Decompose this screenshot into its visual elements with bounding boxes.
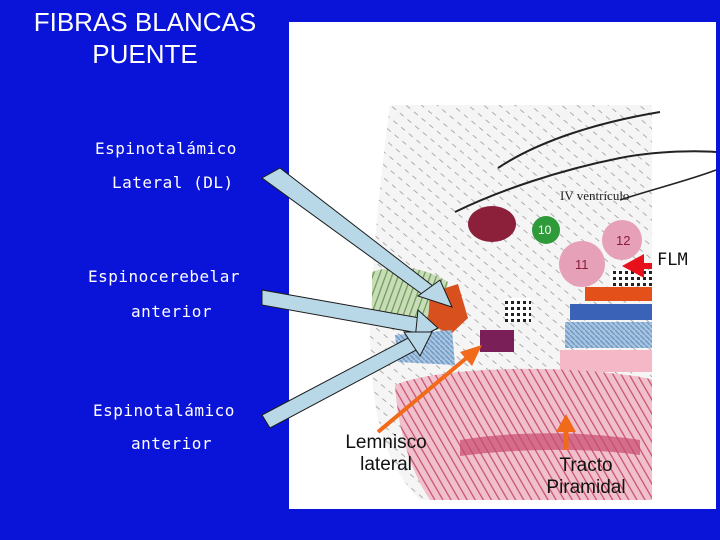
label-espinotalamico-dl-1: Espinotalámico: [95, 139, 237, 158]
pointer-arrow-espino-dl: [261, 167, 453, 308]
ventricle-outline-right: [619, 169, 717, 201]
ventricle-outline-upper: [497, 111, 661, 169]
lemnisco-arrow-head: [460, 345, 482, 366]
label-lemnisco-line-2: lateral: [360, 454, 412, 475]
nucleus-12-label: 12: [616, 233, 630, 248]
label-espinotalamico-ant-2: anterior: [131, 434, 213, 453]
nucleus-11-label: 11: [575, 257, 589, 272]
label-tracto-line-2: Piramidal: [546, 477, 626, 498]
flm-arrow-head: [622, 254, 644, 278]
flm-label: FLM: [657, 250, 688, 270]
tract-pink-right: [560, 350, 652, 372]
label-tracto-piramidal: Tracto Piramidal: [526, 455, 646, 499]
label-espinocerebelar-1: Espinocerebelar: [88, 267, 240, 286]
pointer-arrow-espino-ant: [261, 331, 433, 429]
ventricle-label: IV ventrículo: [560, 188, 629, 203]
title-line-2: PUENTE: [92, 39, 198, 69]
nucleus-10: [532, 216, 560, 244]
label-tracto-line-1: Tracto: [559, 455, 613, 476]
tract-purple: [480, 330, 514, 352]
tracto-arrow-head: [556, 414, 576, 432]
flm-block: [610, 270, 652, 286]
lemnisco-arrow-shaft: [376, 353, 472, 434]
tract-orange-right: [585, 287, 652, 301]
dots-center: [505, 298, 531, 322]
label-espinotalamico-ant-1: Espinotalámico: [93, 401, 235, 420]
label-lemnisco-lateral: Lemnisco lateral: [326, 432, 446, 476]
ventricle-outline: [454, 150, 717, 213]
nucleus-11: [559, 241, 605, 287]
slide-title: FIBRAS BLANCAS PUENTE: [0, 6, 290, 70]
label-espinocerebelar-2: anterior: [131, 302, 213, 321]
pyramidal-bundle: [460, 433, 640, 456]
flm-label-bg: [652, 247, 710, 271]
tract-lightblue-right: [565, 322, 652, 348]
label-espinotalamico-dl-2: Lateral (DL): [112, 173, 234, 192]
panel-edge: [716, 22, 720, 509]
nucleus-12: [602, 220, 642, 260]
tract-blue-right: [570, 304, 652, 320]
label-lemnisco-line-1: Lemnisco: [345, 432, 427, 453]
title-line-1: FIBRAS BLANCAS: [33, 7, 257, 37]
nucleus-10-label: 10: [538, 223, 552, 237]
nucleus-dark: [468, 206, 516, 242]
